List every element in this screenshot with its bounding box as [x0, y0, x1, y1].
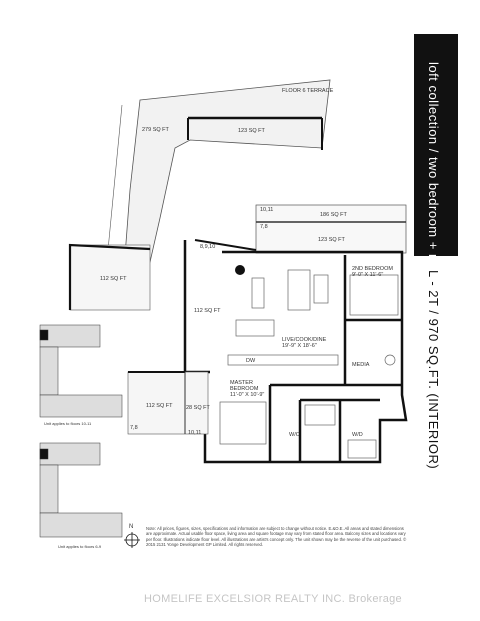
upper-balconies [194, 204, 407, 254]
second-bedroom-label: 2ND BEDROOM 9'-0" X 11'-6" [352, 266, 393, 278]
area-28-label: 28 SQ FT [186, 405, 210, 411]
left-balcony [68, 243, 151, 311]
key-plan-upper [39, 324, 123, 418]
watermark: HOMELIFE EXCELSIOR REALTY INC. Brokerage [144, 593, 402, 605]
wic-label: W/C [289, 432, 300, 438]
dishwasher-label: DW [246, 358, 256, 364]
key-plan-upper-caption: Unit applies to floors 10-11 [44, 421, 92, 426]
unit-size: L - 2T / 970 SQ.FT. (INTERIOR) [426, 270, 441, 470]
disclaimer-note: Note: All prices, figures, sizes, specif… [146, 526, 407, 547]
area-279-label: 279 SQ FT [142, 127, 169, 133]
key-plan-lower [39, 442, 123, 538]
floors-10-11-bottom: 10,11 [188, 430, 202, 436]
living-label: LIVE/COOK/DINE 19'-9" X 18'-6" [282, 337, 327, 349]
furniture [219, 265, 399, 459]
sidebar [414, 34, 458, 586]
north-label: N [129, 524, 134, 530]
area-112-left-label: 112 SQ FT [100, 276, 127, 282]
area-123-mid-label: 123 SQ FT [318, 237, 345, 243]
lower-balcony [127, 371, 209, 435]
floors-10-11-top: 10,11 [260, 207, 274, 213]
floors-7-8-top: 7,8 [260, 224, 268, 230]
area-112-mid-label: 112 SQ FT [194, 308, 221, 314]
sidebar-title-band [414, 34, 458, 256]
floors-7-8-bottom: 7,8 [130, 425, 138, 431]
collection-title: loft collection / two bedroom + media [426, 62, 441, 292]
area-186-label: 186 SQ FT [320, 212, 347, 218]
master-bedroom-label: MASTER BEDROOM 11'-0" X 10'-9" [230, 380, 265, 398]
key-plan-lower-caption: Unit applies to floors 6-9 [58, 544, 102, 549]
floors-8-9-10: 8,9,10 [200, 244, 216, 250]
north-arrow [124, 532, 140, 548]
wd-label: W/D [352, 432, 363, 438]
media-label: MEDIA [352, 362, 370, 368]
floor6-terrace-label: FLOOR 6 TERRACE [282, 88, 334, 94]
floor-6-terrace [107, 79, 331, 263]
area-123-top-label: 123 SQ FT [238, 128, 265, 134]
area-112-bottom-label: 112 SQ FT [146, 403, 173, 409]
